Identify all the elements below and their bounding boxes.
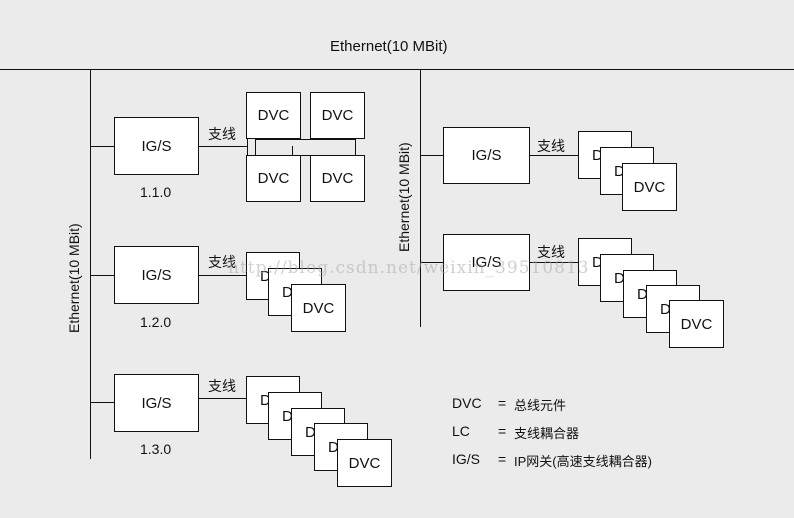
legend-desc: IP网关(高速支线耦合器) <box>514 454 652 469</box>
gateway-box: IG/S <box>114 246 199 304</box>
connector-line <box>420 155 443 156</box>
device-box: DVC <box>291 284 346 332</box>
right-bus-label: Ethernet(10 MBit) <box>396 142 412 252</box>
branch-line <box>199 146 247 147</box>
legend-equals: = <box>498 395 507 411</box>
connector-line <box>90 402 114 403</box>
gateway-address: 1.2.0 <box>140 314 172 330</box>
branch-line <box>199 398 246 399</box>
branch-line <box>530 155 578 156</box>
connector-line <box>90 146 114 147</box>
branch-line <box>255 155 355 156</box>
right-bus-line <box>420 69 421 327</box>
gateway-box: IG/S <box>443 127 530 184</box>
branch-label: 支线 <box>208 378 236 394</box>
connector-line <box>420 262 443 263</box>
branch-line <box>355 139 356 155</box>
gateway-box: IG/S <box>114 374 199 432</box>
legend-desc: 总线元件 <box>514 398 567 413</box>
branch-line <box>199 275 246 276</box>
gateway-box: IG/S <box>114 117 199 175</box>
legend-equals: = <box>498 451 507 467</box>
legend-row: DVC = 总线元件 <box>452 395 566 413</box>
gateway-address: 1.3.0 <box>140 441 172 457</box>
device-box: DVC <box>669 300 724 348</box>
left-bus-label: Ethernet(10 MBit) <box>66 223 82 333</box>
branch-label: 支线 <box>208 254 236 270</box>
top-bus-label: Ethernet(10 MBit) <box>330 38 448 55</box>
branch-line <box>292 146 293 155</box>
branch-line <box>255 139 355 140</box>
branch-label: 支线 <box>537 138 565 154</box>
connector-line <box>90 275 114 276</box>
branch-line <box>255 139 256 155</box>
legend-key: LC <box>452 423 470 439</box>
watermark: http://blog.csdn.net/weixin_39510813 <box>228 258 590 278</box>
device-box: DVC <box>622 163 677 211</box>
gateway-box: IG/S <box>443 234 530 291</box>
branch-line <box>247 139 248 155</box>
top-bus-line <box>0 69 794 70</box>
branch-line <box>530 262 578 263</box>
left-bus-line <box>90 69 91 459</box>
branch-label: 支线 <box>208 126 236 142</box>
device-box: DVC <box>310 92 365 139</box>
branch-label: 支线 <box>537 244 565 260</box>
gateway-address: 1.1.0 <box>140 184 172 200</box>
legend-row: IG/S = IP网关(高速支线耦合器) <box>452 451 652 469</box>
device-box: DVC <box>246 92 301 139</box>
legend-key: IG/S <box>452 451 481 467</box>
device-box: DVC <box>246 155 301 202</box>
device-box: DVC <box>310 155 365 202</box>
legend-desc: 支线耦合器 <box>514 426 580 441</box>
device-box: DVC <box>337 439 392 487</box>
legend-key: DVC <box>452 395 482 411</box>
legend-equals: = <box>498 423 507 439</box>
legend-row: LC = 支线耦合器 <box>452 423 579 441</box>
